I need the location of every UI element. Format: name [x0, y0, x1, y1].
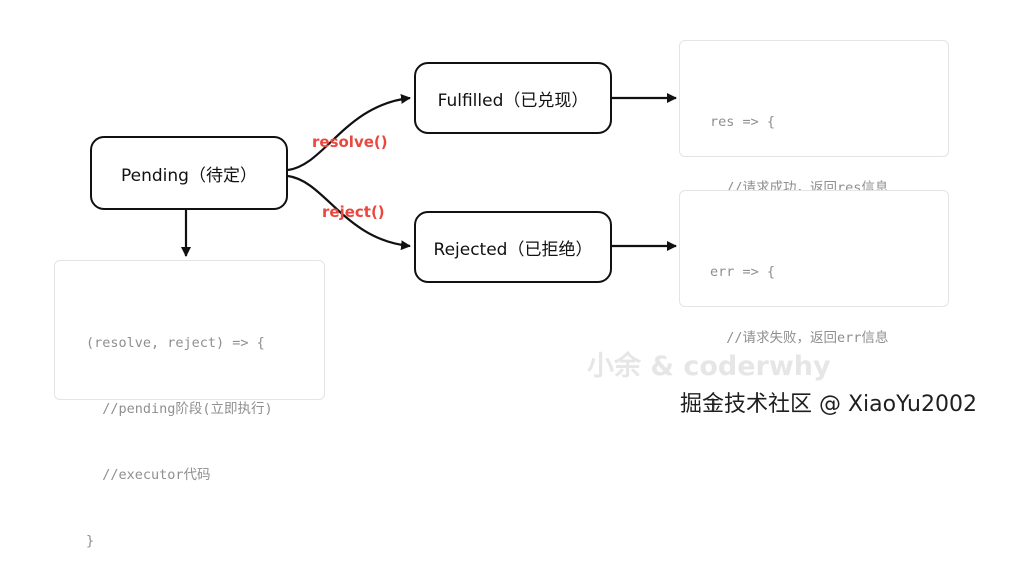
code-line: //请求失败，返回err信息: [710, 330, 889, 346]
code-line: }: [86, 533, 95, 549]
code-line: }: [710, 396, 719, 412]
fulfilled-state-box: Fulfilled（已兑现）: [414, 62, 612, 134]
code-line: (resolve, reject) => {: [86, 335, 265, 351]
rejected-state-label: Rejected（已拒绝）: [433, 239, 593, 260]
fulfilled-code-box: res => { //请求成功，返回res信息 }: [679, 40, 949, 262]
executor-code-box: (resolve, reject) => { //pending阶段(立即执行)…: [54, 260, 325, 549]
arrow-pending-to-rejected: [287, 174, 411, 251]
pending-state-label: Pending（待定）: [121, 165, 257, 186]
pending-state-box: Pending（待定）: [90, 136, 288, 210]
watermark-site: 掘金技术社区 @ XiaoYu2002: [680, 392, 977, 417]
rejected-code-box: err => { //请求失败，返回err信息 }: [679, 190, 949, 412]
resolve-label: resolve(): [312, 133, 388, 151]
rejected-state-box: Rejected（已拒绝）: [414, 211, 612, 283]
arrow-pending-to-fulfilled: [287, 94, 411, 172]
code-line: //executor代码: [86, 467, 211, 483]
watermark-logo: 小余 & coderwhy: [587, 351, 831, 382]
connector-arrows: [181, 93, 677, 257]
fulfilled-state-label: Fulfilled（已兑现）: [437, 90, 589, 111]
code-line: err => {: [710, 264, 776, 280]
code-line: res => {: [710, 114, 776, 130]
reject-label: reject(): [322, 203, 385, 221]
code-line: //pending阶段(立即执行): [86, 401, 273, 417]
